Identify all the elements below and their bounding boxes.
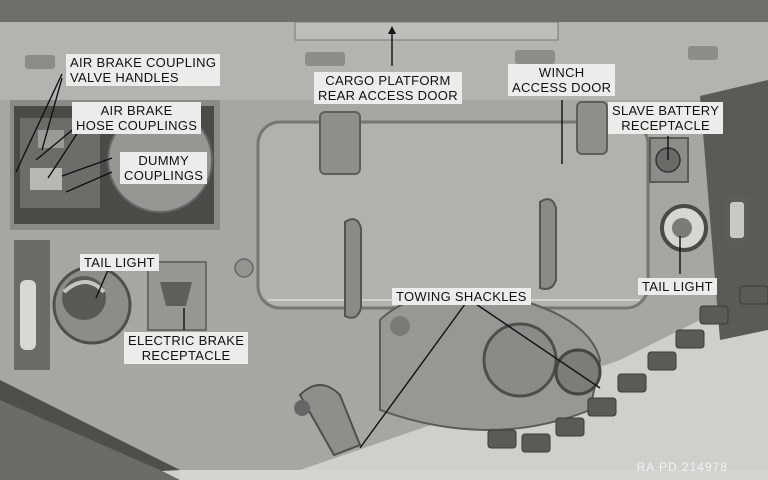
label-electric-brake-receptacle: ELECTRIC BRAKE RECEPTACLE (124, 332, 249, 364)
label-line: REAR ACCESS DOOR (318, 88, 458, 103)
label-line: AIR BRAKE COUPLING (70, 55, 217, 70)
label-line: ACCESS DOOR (512, 80, 612, 95)
label-air-brake-coupling-valve-handles: AIR BRAKE COUPLING VALVE HANDLES (66, 54, 221, 86)
label-line: TAIL LIGHT (84, 255, 155, 270)
label-line: CARGO PLATFORM (325, 73, 451, 88)
label-line: DUMMY (138, 153, 189, 168)
label-line: RECEPTACLE (141, 348, 231, 363)
label-slave-battery-receptacle: SLAVE BATTERY RECEPTACLE (608, 102, 724, 134)
label-line: AIR BRAKE (100, 103, 173, 118)
label-cargo-platform-rear-access-door: CARGO PLATFORM REAR ACCESS DOOR (314, 72, 462, 104)
label-line: SLAVE BATTERY (612, 103, 720, 118)
label-line: TOWING SHACKLES (396, 289, 527, 304)
label-line: VALVE HANDLES (70, 70, 179, 85)
label-line: HOSE COUPLINGS (76, 118, 198, 133)
label-tail-light-left: TAIL LIGHT (80, 254, 159, 271)
photo-reference-number: RA PD 214978 (636, 460, 728, 474)
label-dummy-couplings: DUMMY COUPLINGS (120, 152, 208, 184)
label-line: ELECTRIC BRAKE (128, 333, 245, 348)
label-tail-light-right: TAIL LIGHT (638, 278, 717, 295)
label-air-brake-hose-couplings: AIR BRAKE HOSE COUPLINGS (72, 102, 202, 134)
label-line: RECEPTACLE (621, 118, 710, 133)
label-line: COUPLINGS (124, 168, 204, 183)
label-line: TAIL LIGHT (642, 279, 713, 294)
label-line: WINCH (538, 65, 585, 80)
label-towing-shackles: TOWING SHACKLES (392, 288, 531, 305)
label-winch-access-door: WINCH ACCESS DOOR (508, 64, 616, 96)
